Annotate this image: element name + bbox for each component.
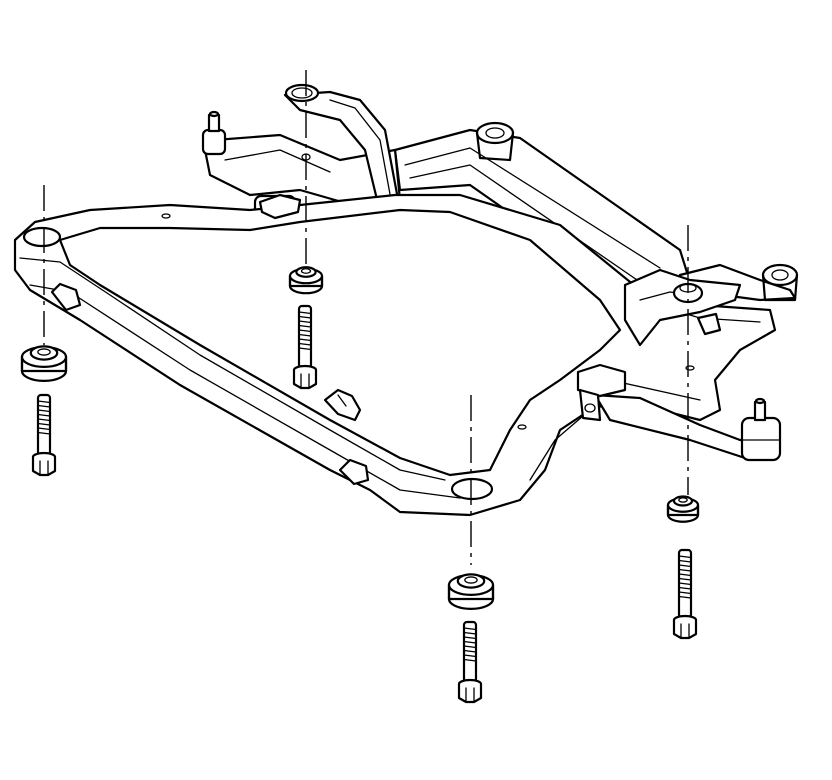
rear-crossbar bbox=[393, 121, 692, 302]
mount-insulator-4 bbox=[666, 495, 700, 523]
mount-pad-center bbox=[258, 193, 302, 220]
retaining-bolt-2 bbox=[292, 304, 318, 390]
retaining-bolt-4 bbox=[672, 548, 698, 640]
alignment-axes bbox=[43, 70, 689, 565]
mount-insulator bbox=[20, 266, 700, 610]
retaining-bolt bbox=[31, 304, 698, 704]
retaining-bolt-1 bbox=[31, 393, 57, 477]
mount-insulator-2 bbox=[288, 266, 324, 295]
lower-control-arm-right bbox=[576, 263, 799, 462]
mount-insulator-3 bbox=[447, 573, 495, 610]
crossmember-frame bbox=[13, 193, 777, 517]
mount-insulator-1 bbox=[20, 345, 68, 383]
retaining-bolt-3 bbox=[457, 620, 483, 704]
